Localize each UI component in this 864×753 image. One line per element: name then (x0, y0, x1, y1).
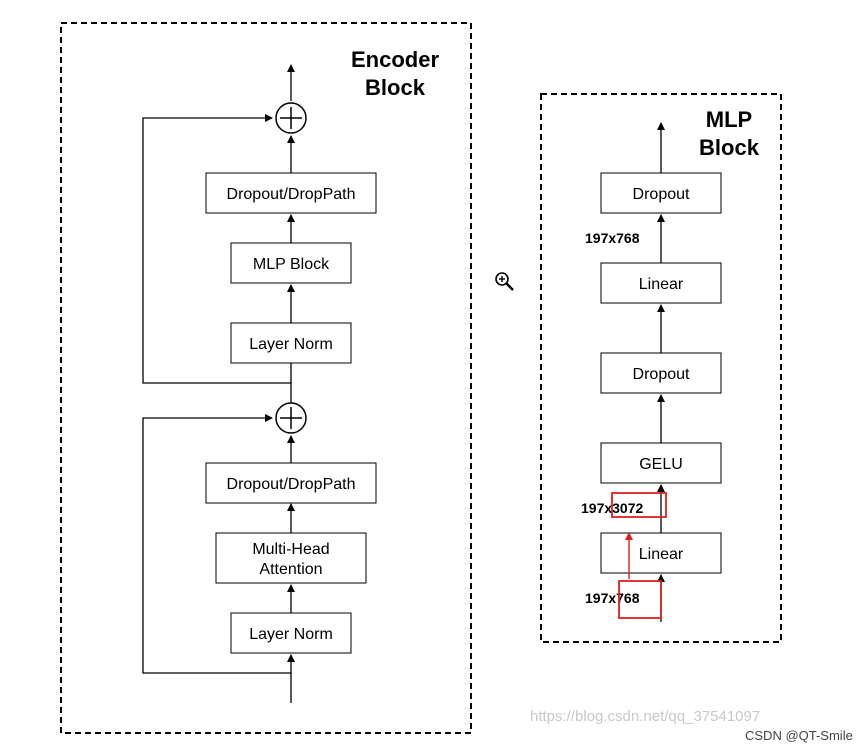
encoder-mha-label-line2: Attention (259, 561, 322, 578)
add-node-bottom (275, 402, 307, 434)
mlp-dropout-mid-label: Dropout (633, 366, 690, 383)
mlp-dim-bottom: 197x768 (585, 590, 640, 606)
watermark-url: https://blog.csdn.net/qq_37541097 (530, 708, 760, 725)
zoom-in-icon[interactable] (495, 272, 514, 291)
residual-bottom (142, 414, 291, 674)
encoder-title-line1: Encoder (351, 47, 439, 72)
encoder-dropout-top-label: Dropout/DropPath (227, 186, 356, 203)
mlp-dropout-top-box: Dropout (600, 172, 722, 214)
encoder-mlp-label: MLP Block (253, 256, 330, 273)
watermark-credit: CSDN @QT-Smile (745, 728, 853, 743)
encoder-dropout-bottom-label: Dropout/DropPath (227, 476, 356, 493)
highlight-box-3072 (611, 492, 667, 518)
mlp-dropout-mid-box: Dropout (600, 352, 722, 394)
mlp-linear-top-box: Linear (600, 262, 722, 304)
mlp-linear-top-label: Linear (639, 276, 684, 293)
encoder-layernorm-top-label: Layer Norm (249, 336, 333, 353)
encoder-mha-box: Multi-Head Attention (215, 532, 367, 584)
encoder-block-frame (60, 22, 472, 734)
add-node-top (275, 102, 307, 134)
encoder-layernorm-bottom-box: Layer Norm (230, 612, 352, 654)
encoder-dropout-top-box: Dropout/DropPath (205, 172, 377, 214)
mlp-dim-top: 197x768 (585, 230, 640, 246)
highlight-box-768 (618, 580, 662, 619)
mlp-title-line2: Block (699, 135, 760, 160)
mlp-block-frame (540, 93, 782, 643)
encoder-mha-label-line1: Multi-Head (252, 541, 329, 558)
mlp-gelu-label: GELU (639, 456, 683, 473)
mlp-linear-bottom-label: Linear (639, 546, 684, 563)
mlp-linear-bottom-box: Linear (600, 532, 722, 574)
encoder-layernorm-top-box: Layer Norm (230, 322, 352, 364)
encoder-layernorm-bottom-label: Layer Norm (249, 626, 333, 643)
mlp-title-line1: MLP (706, 107, 752, 132)
mlp-dropout-top-label: Dropout (633, 186, 690, 203)
mlp-gelu-box: GELU (600, 442, 722, 484)
encoder-dropout-bottom-box: Dropout/DropPath (205, 462, 377, 504)
residual-top (142, 114, 291, 384)
encoder-title-line2: Block (365, 75, 426, 100)
encoder-mlp-box: MLP Block (230, 242, 352, 284)
